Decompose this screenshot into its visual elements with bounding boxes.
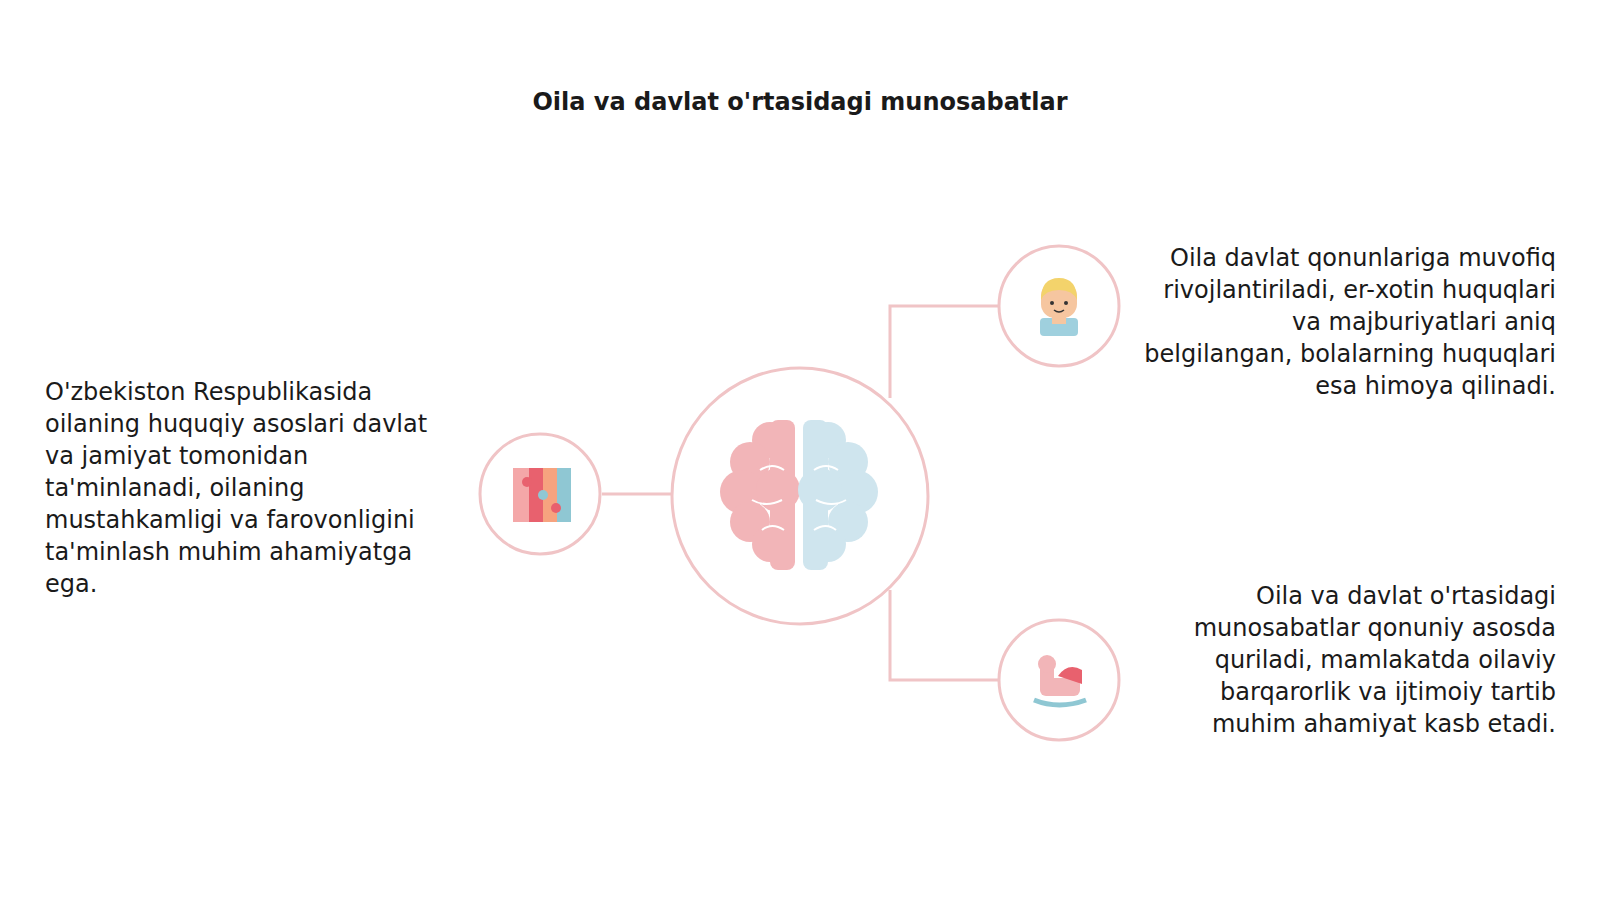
text-node: Oila davlat qonunlariga muvofiq rivojlan…	[1140, 242, 1556, 402]
node-text: O'zbekiston Respublikasida oilaning huqu…	[45, 376, 437, 600]
node-text: Oila va davlat o'rtasidagi munosabatlar …	[1140, 580, 1556, 740]
diagram-title: Oila va davlat o'rtasidagi munosabatlar	[0, 88, 1600, 116]
rocking-horse-icon	[1034, 655, 1086, 705]
node-text: Oila davlat qonunlariga muvofiq rivojlan…	[1140, 242, 1556, 402]
puzzle-icon	[513, 468, 571, 522]
child-icon	[1040, 278, 1078, 336]
brain-icon	[720, 420, 878, 570]
text-node: O'zbekiston Respublikasida oilaning huqu…	[45, 376, 437, 600]
text-node: Oila va davlat o'rtasidagi munosabatlar …	[1140, 580, 1556, 740]
